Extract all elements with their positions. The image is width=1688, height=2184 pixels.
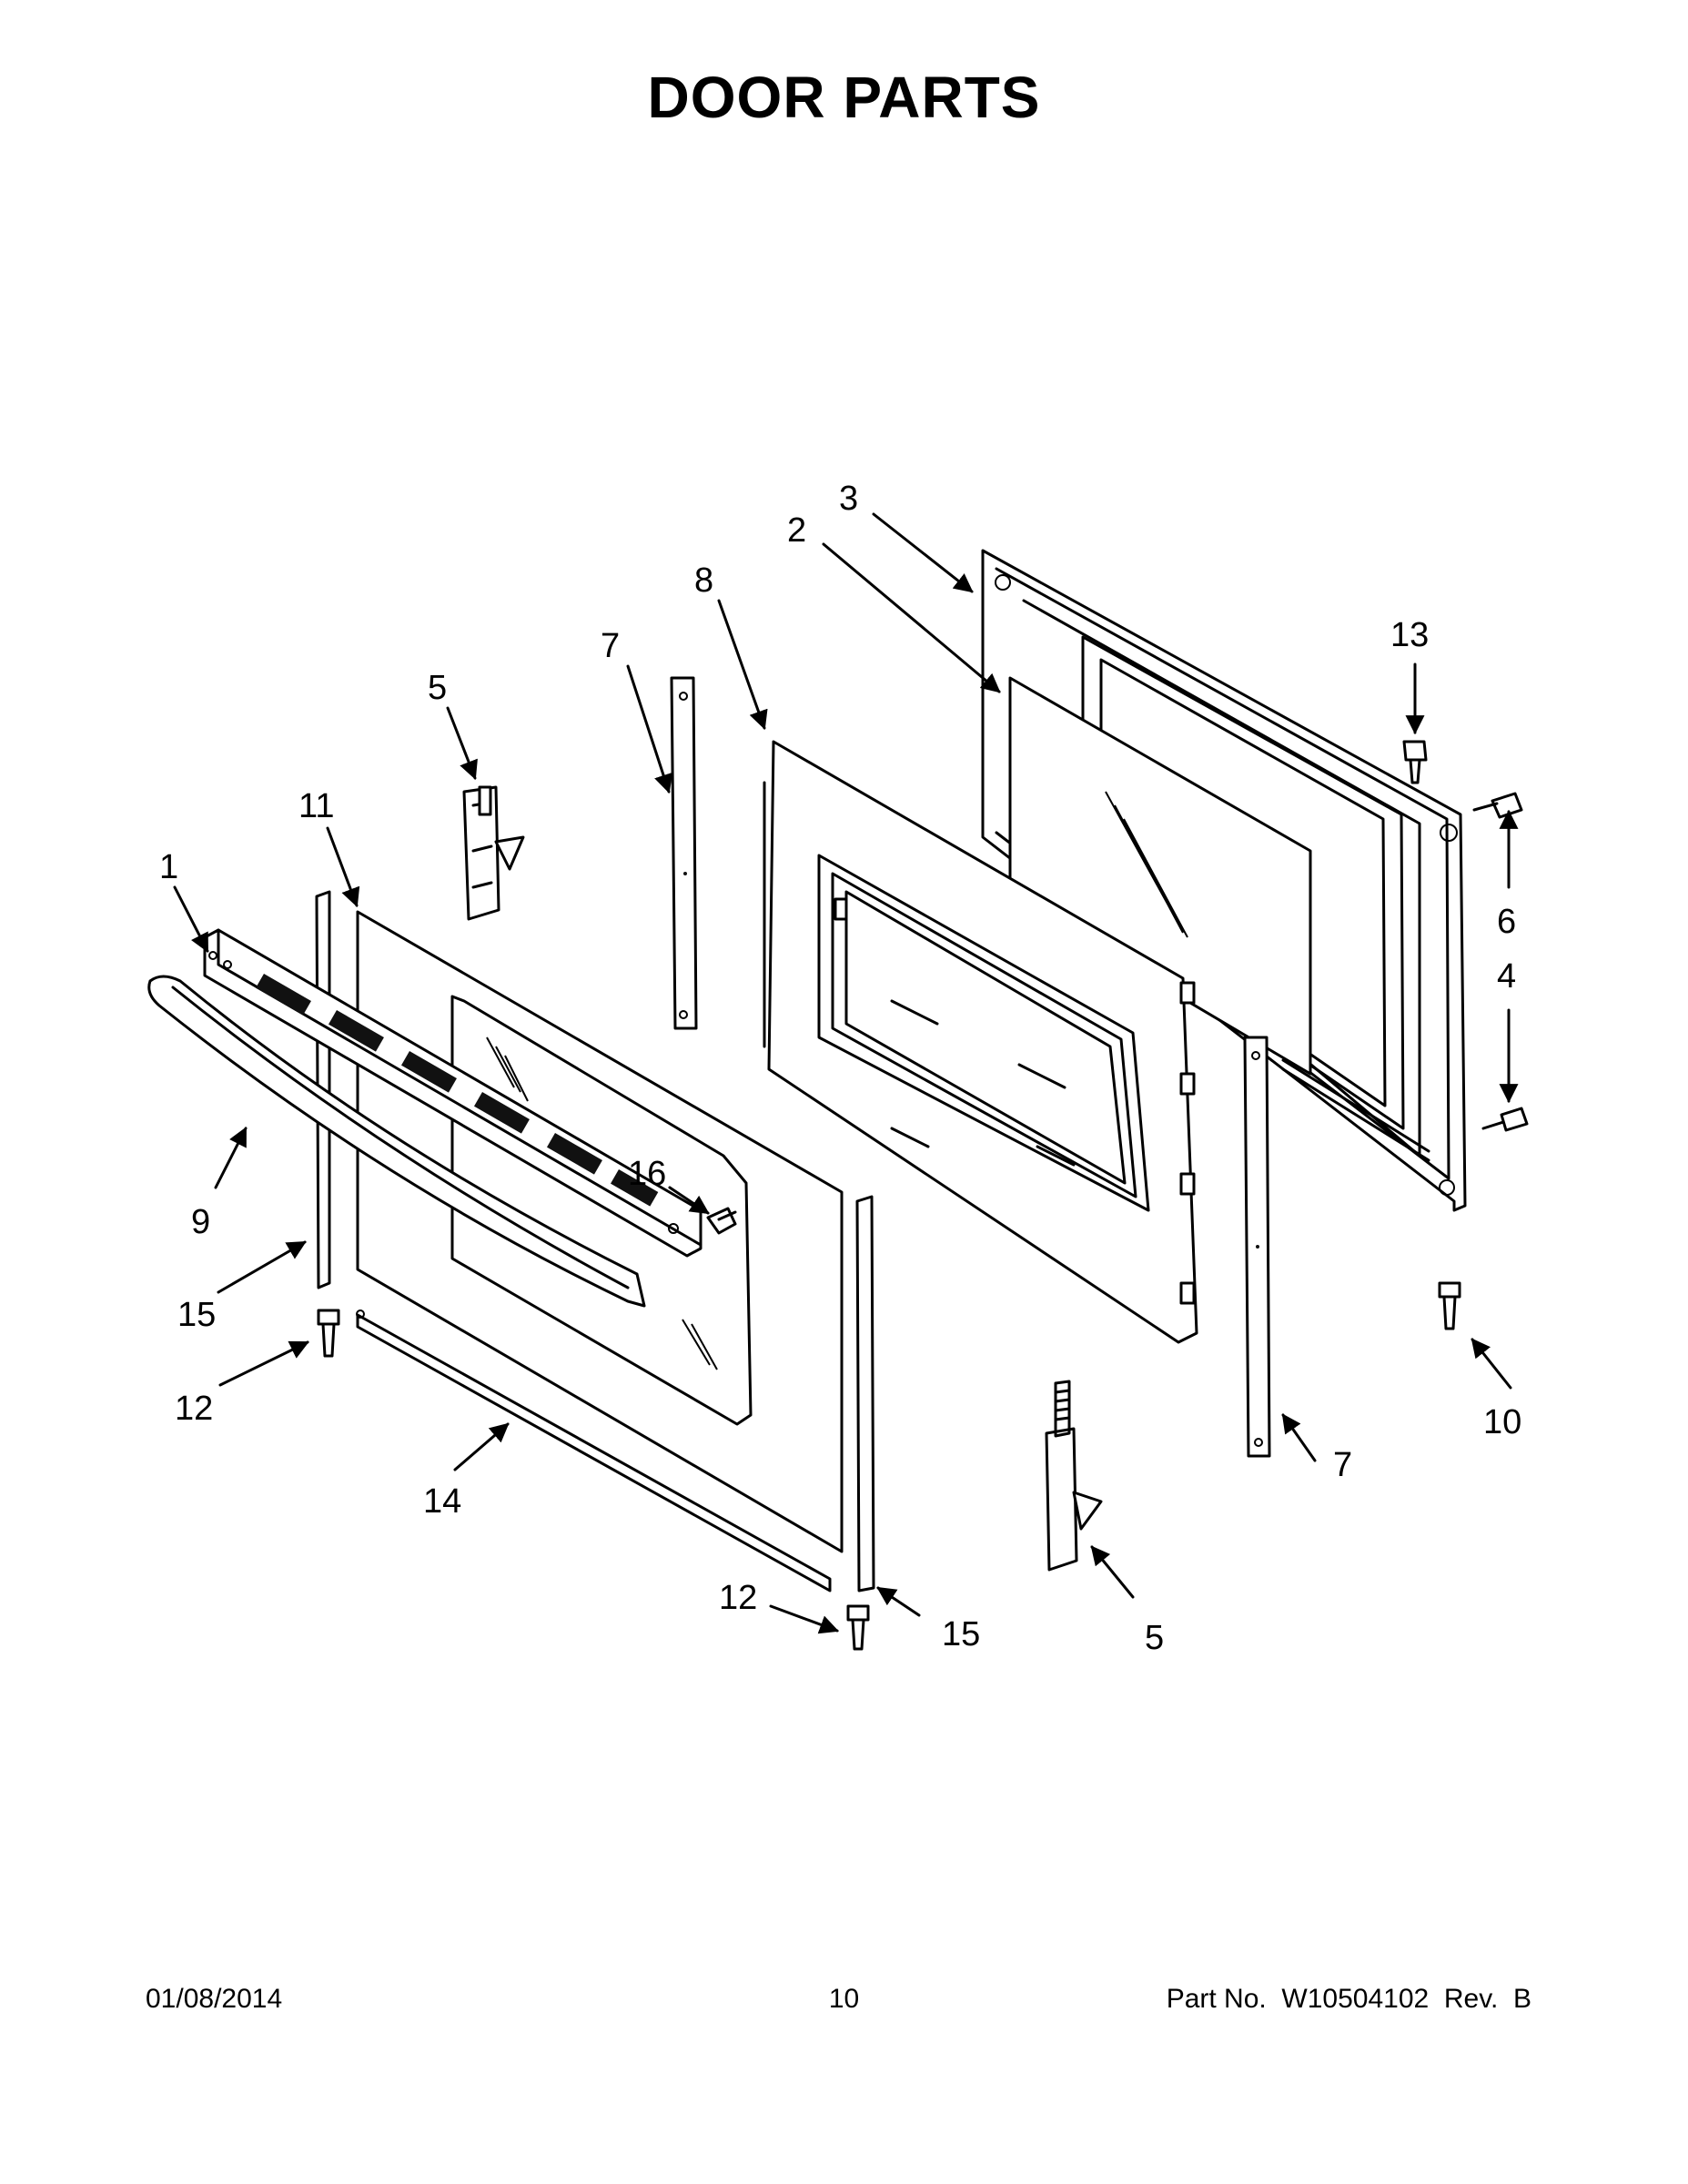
callout-5-upper: 5 [428, 669, 447, 707]
callout-1: 1 [159, 848, 178, 886]
part-5-hinge-upper [462, 785, 525, 921]
part-12-screw-right [846, 1604, 870, 1651]
callout-2: 2 [787, 511, 806, 550]
part-13-screw [1402, 740, 1428, 784]
part-8-door-frame [763, 740, 1198, 1344]
callout-8: 8 [694, 561, 713, 600]
callout-12-right: 12 [719, 1579, 757, 1617]
callout-6: 6 [1497, 903, 1516, 941]
callout-14: 14 [423, 1482, 461, 1521]
part-7-hinge-receiver-lower [1243, 1036, 1271, 1458]
part-14-bottom-trim [356, 1309, 832, 1592]
callout-9: 9 [191, 1203, 210, 1241]
part-15-side-trim-right [855, 1195, 875, 1592]
callout-5-lower: 5 [1145, 1619, 1164, 1657]
part-16-screw [706, 1207, 737, 1235]
part-5-hinge-lower [1045, 1380, 1103, 1572]
footer-date: 01/08/2014 [146, 1984, 283, 2014]
callout-12-left: 12 [175, 1390, 213, 1428]
part-7-hinge-receiver-upper [670, 676, 698, 1030]
page-title: DOOR PARTS [647, 65, 1041, 130]
part-4-screw [1481, 1107, 1529, 1132]
callout-7-upper: 7 [601, 627, 620, 665]
callout-16: 16 [628, 1155, 666, 1193]
callout-4: 4 [1497, 957, 1516, 996]
callout-15-left: 15 [177, 1296, 216, 1334]
part-10-screw [1438, 1281, 1461, 1330]
callout-13: 13 [1390, 616, 1429, 654]
part-9-handle [147, 975, 646, 1308]
part-12-screw-left [317, 1309, 340, 1358]
footer-part-number: Part No. W10504102 Rev. B [1166, 1984, 1531, 2014]
callout-10: 10 [1483, 1403, 1521, 1441]
leader-arrows [173, 512, 1519, 1634]
part-1-vent-trim [203, 928, 702, 1258]
callout-15-right: 15 [942, 1615, 980, 1653]
callout-7-lower: 7 [1333, 1446, 1352, 1484]
callout-3: 3 [839, 480, 858, 518]
callout-11: 11 [298, 787, 334, 825]
part-2-inner-glass [1008, 676, 1312, 1076]
footer-page-number: 10 [828, 1984, 860, 2014]
part-6-screw [1472, 792, 1523, 819]
